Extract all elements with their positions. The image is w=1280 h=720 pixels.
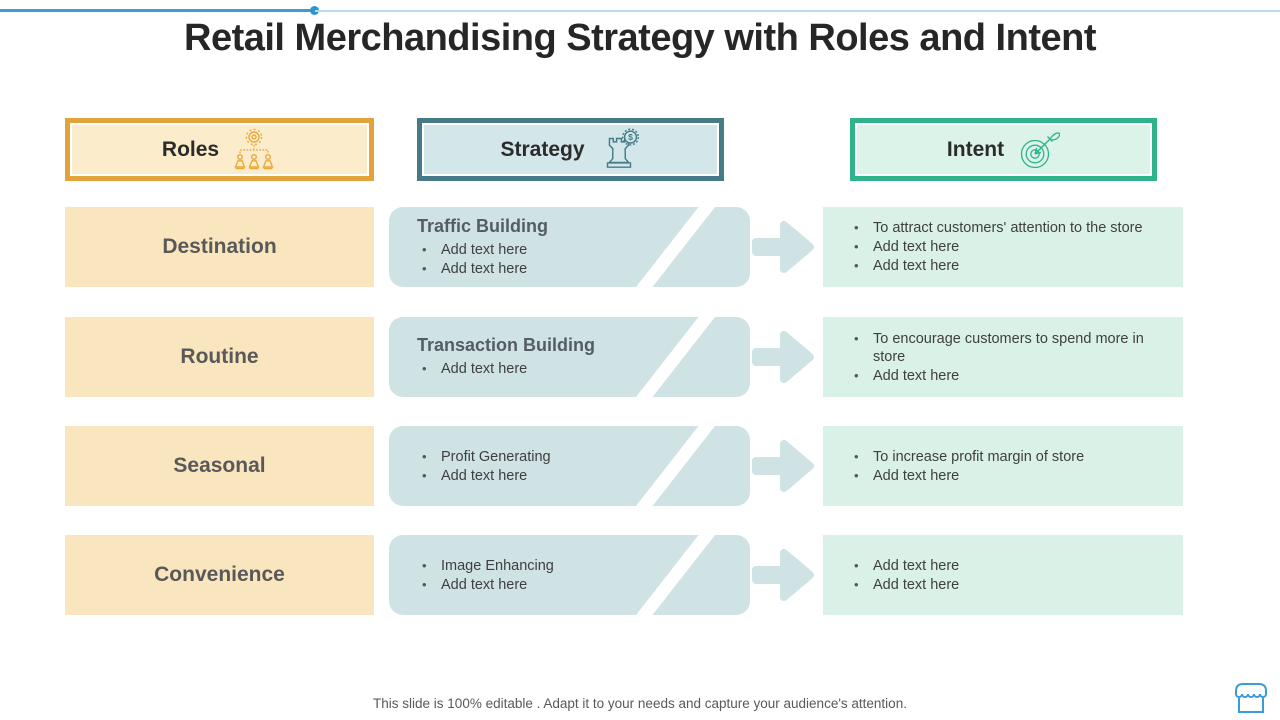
bullet-item: Add text here (849, 257, 1165, 275)
strategy-header-label: Strategy (500, 137, 585, 161)
strategy-bullets: Profit GeneratingAdd text here (417, 447, 640, 486)
bullet-item: Image Enhancing (417, 557, 640, 575)
bullet-item: Profit Generating (417, 448, 640, 466)
table-row: Destination Traffic Building Add text he… (0, 195, 1280, 299)
top-accent-line (0, 9, 315, 12)
strategy-cell: Image EnhancingAdd text here (389, 523, 750, 627)
strategy-title: Transaction Building (417, 335, 596, 355)
intent-bullets: To encourage customers to spend more in … (849, 329, 1165, 386)
intent-header-label: Intent (946, 137, 1005, 161)
table-row: Seasonal Profit GeneratingAdd text here … (0, 414, 1280, 518)
right-arrow-icon (752, 440, 814, 492)
target-arrow-icon (1020, 131, 1061, 168)
svg-text:$: $ (628, 132, 633, 142)
intent-cell: Add text hereAdd text here (823, 535, 1183, 615)
right-arrow-icon (752, 549, 814, 601)
bullet-item: To attract customers' attention to the s… (849, 219, 1165, 237)
bullet-item: Add text here (849, 467, 1165, 485)
diagonal-slash (633, 414, 718, 518)
roles-header-label: Roles (161, 137, 220, 161)
table-row: Convenience Image EnhancingAdd text here… (0, 523, 1280, 627)
org-chart-gear-icon (234, 128, 274, 169)
page-title: Retail Merchandising Strategy with Roles… (184, 17, 1096, 59)
intent-bullets: Add text hereAdd text here (849, 556, 1165, 595)
intent-cell: To encourage customers to spend more in … (823, 317, 1183, 397)
column-header-roles: Roles (65, 118, 374, 181)
bullet-item: Add text here (417, 467, 640, 485)
table-row: Routine Transaction Building Add text he… (0, 305, 1280, 409)
role-label: Destination (162, 235, 277, 258)
role-label: Convenience (154, 563, 285, 586)
role-label: Routine (180, 345, 259, 368)
column-header-strategy: Strategy $ (417, 118, 724, 181)
bullet-item: Add text here (849, 238, 1165, 256)
intent-cell: To increase profit margin of storeAdd te… (823, 426, 1183, 506)
diagonal-slash (633, 523, 718, 627)
bullet-item: To increase profit margin of store (849, 448, 1165, 466)
bullet-item: To encourage customers to spend more in … (849, 330, 1165, 366)
bullet-item: Add text here (417, 576, 640, 594)
role-cell: Seasonal (65, 426, 374, 506)
strategy-title: Traffic Building (417, 215, 549, 236)
bullet-item: Add text here (417, 241, 640, 259)
top-accent-line-light (315, 10, 1280, 12)
top-accent-dot (310, 6, 319, 15)
strategy-bullets: Add text here (417, 359, 640, 379)
strategy-cell: Traffic Building Add text hereAdd text h… (389, 195, 750, 299)
strategy-cell: Transaction Building Add text here (389, 305, 750, 409)
intent-cell: To attract customers' attention to the s… (823, 207, 1183, 287)
intent-bullets: To increase profit margin of storeAdd te… (849, 447, 1165, 486)
role-cell: Convenience (65, 535, 374, 615)
role-label: Seasonal (173, 454, 266, 477)
bullet-item: Add text here (849, 367, 1165, 385)
footer-note: This slide is 100% editable . Adapt it t… (373, 696, 907, 711)
diagonal-slash (633, 195, 718, 299)
bullet-item: Add text here (417, 360, 640, 378)
intent-bullets: To attract customers' attention to the s… (849, 218, 1165, 276)
chess-rook-coin-icon: $ (606, 128, 639, 168)
bullet-item: Add text here (849, 557, 1165, 575)
right-arrow-icon (752, 331, 814, 383)
strategy-cell: Profit GeneratingAdd text here (389, 414, 750, 518)
role-cell: Destination (65, 207, 374, 287)
diagonal-slash (633, 305, 718, 409)
role-cell: Routine (65, 317, 374, 397)
strategy-bullets: Add text hereAdd text here (417, 240, 640, 279)
storefront-icon (1235, 683, 1267, 713)
strategy-bullets: Image EnhancingAdd text here (417, 556, 640, 595)
right-arrow-icon (752, 221, 814, 273)
bullet-item: Add text here (417, 260, 640, 278)
column-header-intent: Intent (850, 118, 1157, 181)
bullet-item: Add text here (849, 576, 1165, 594)
